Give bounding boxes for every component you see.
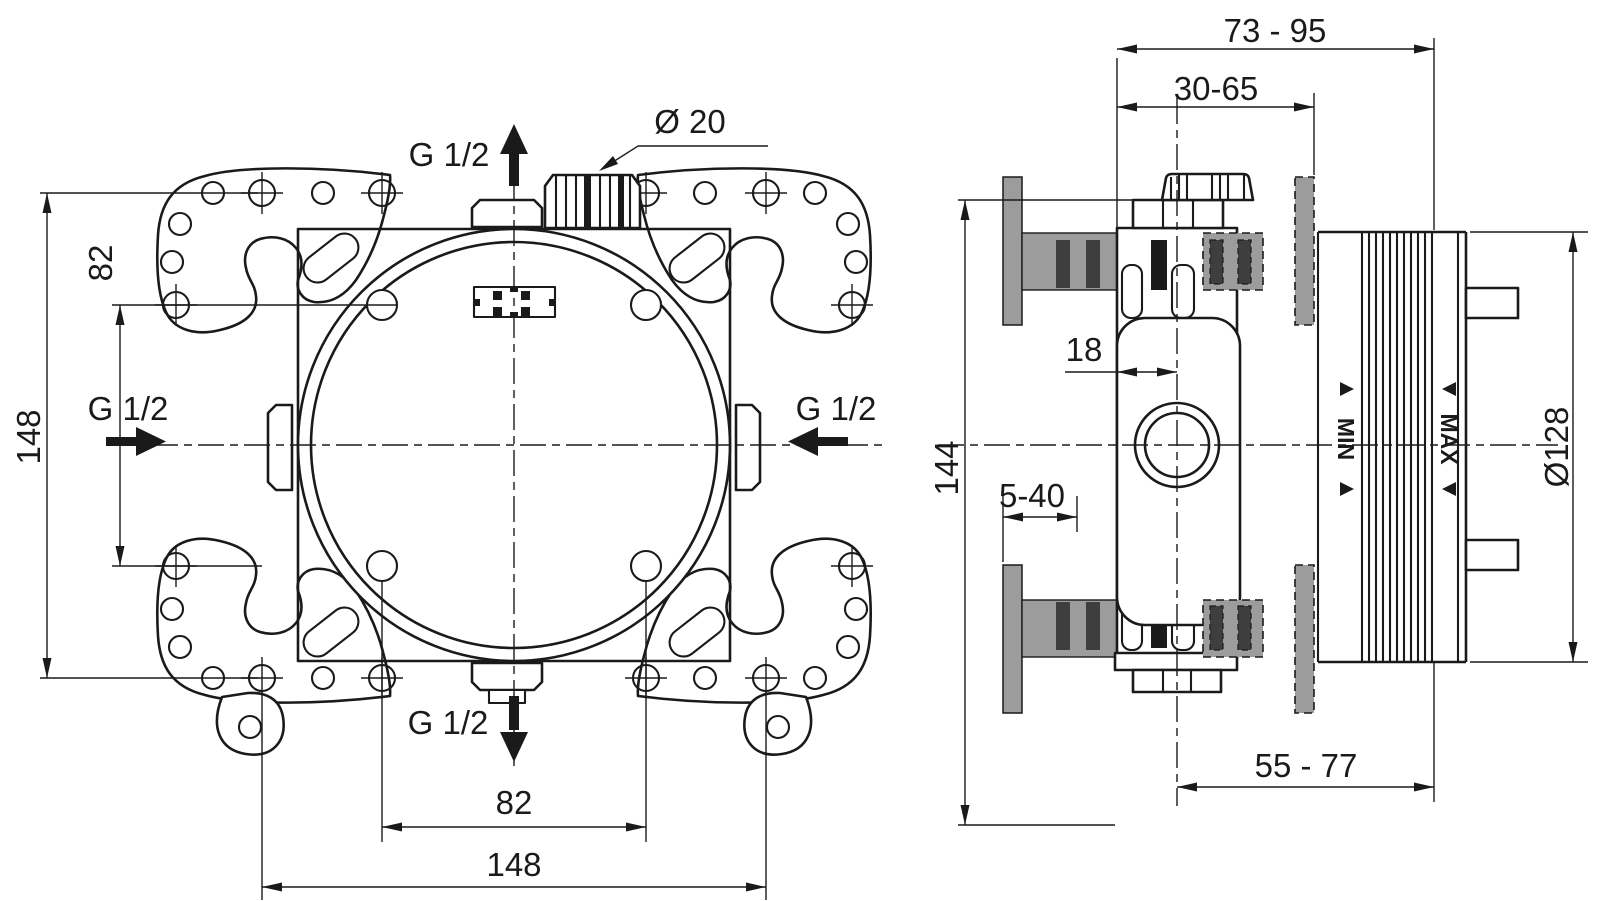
max-arrow-icon — [1442, 482, 1456, 496]
dim-inner-height-label: 82 — [82, 245, 119, 282]
dim-bolt-height-label: 148 — [10, 409, 47, 464]
wall-section-dashed — [1202, 176, 1315, 714]
corner-slots — [302, 232, 726, 658]
bottom-nut — [1131, 668, 1223, 694]
mounting-plate-tail — [215, 691, 285, 756]
dim-cap-diameter-label: Ø128 — [1538, 407, 1575, 488]
top-knob — [1160, 172, 1255, 202]
threaded-spigot — [543, 173, 642, 230]
min-arrow-icon — [1340, 382, 1354, 396]
spigot-callout-label: Ø 20 — [654, 103, 726, 140]
dim-bolt-width-label: 148 — [486, 846, 541, 883]
dim-inner-width-label: 82 — [496, 784, 533, 821]
inner-fixing-holes — [365, 288, 663, 583]
port-bottom-label: G 1/2 — [408, 704, 489, 741]
port-top-label: G 1/2 — [409, 136, 490, 173]
flow-arrow-left — [106, 427, 166, 456]
port-right-label: G 1/2 — [796, 390, 877, 427]
min-arrow-icon — [1340, 482, 1354, 496]
valve-body-side — [1115, 316, 1242, 627]
port-right-tab — [734, 403, 762, 492]
protection-cap — [1316, 230, 1520, 664]
port-left-tab — [266, 403, 294, 492]
max-marking-label: MAX — [1436, 413, 1462, 465]
port-bottom-step — [487, 688, 527, 705]
max-arrow-icon — [1442, 382, 1456, 396]
dim-bracket-adjust-label: 5-40 — [999, 477, 1065, 514]
port-top-tab — [470, 198, 544, 229]
dim-axis-offset-label: 18 — [1066, 331, 1103, 368]
mounting-plate — [155, 167, 403, 334]
dim-total-depth-label: 73 - 95 — [1224, 12, 1327, 49]
side-view: MIN MAX — [928, 12, 1588, 826]
front-view: G 1/2 G 1/2 G 1/2 G 1/2 Ø 20 — [10, 103, 882, 900]
side-dimensions — [958, 38, 1588, 826]
spigot-callout-leader — [599, 145, 768, 171]
dim-body-height-label: 144 — [928, 440, 965, 495]
flow-arrow-top — [500, 124, 528, 186]
plaster-markings: MIN MAX — [1333, 382, 1462, 496]
dim-rough-in-depth-label: 30-65 — [1174, 70, 1258, 107]
wall-section-solid — [1002, 176, 1118, 714]
port-left-label: G 1/2 — [88, 390, 169, 427]
front-dimensions — [40, 192, 767, 900]
min-marking-label: MIN — [1333, 418, 1359, 460]
port-bottom-tab — [470, 661, 544, 692]
flow-arrow-right — [788, 427, 848, 456]
dim-trim-depth-label: 55 - 77 — [1255, 747, 1358, 784]
flow-arrow-bottom — [500, 696, 528, 762]
top-nut — [1131, 198, 1225, 230]
